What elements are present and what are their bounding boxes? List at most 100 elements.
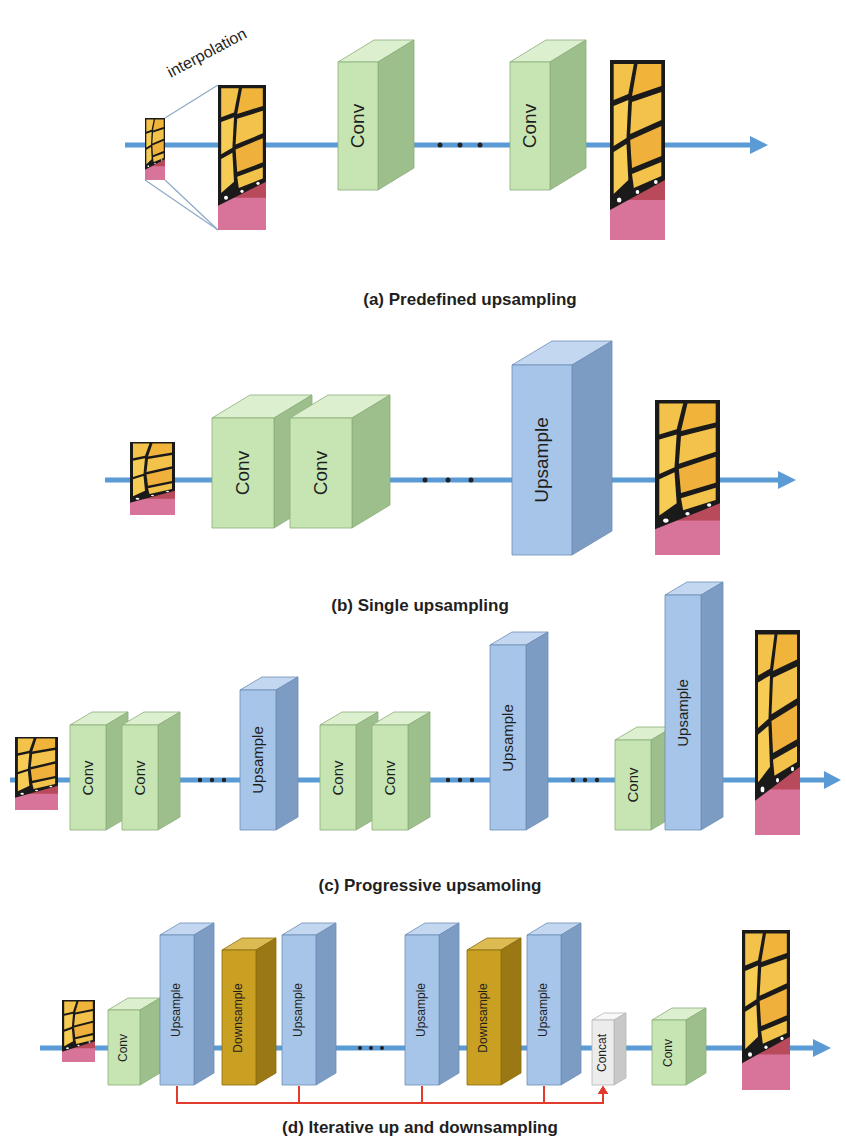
ellipsis-dot [458, 778, 462, 782]
conv-block: Conv [290, 418, 352, 528]
block-front-face [665, 595, 701, 830]
ellipsis-dot [358, 1046, 362, 1050]
low-res-image [130, 442, 175, 515]
block-front-face [405, 935, 439, 1085]
block-front-face [510, 62, 550, 190]
ellipsis-dot [198, 778, 202, 782]
conv-block: Conv [652, 1020, 686, 1085]
block-side-face [526, 632, 548, 830]
block-faces [319, 711, 379, 831]
arrowhead [598, 1086, 608, 1094]
block-front-face [108, 1010, 140, 1085]
flow-arrowhead [778, 471, 796, 489]
block-faces [466, 937, 522, 1086]
block-side-face [276, 677, 298, 830]
flow-arrowhead [813, 1039, 831, 1057]
block-faces [121, 711, 181, 831]
concat-block: Concat [592, 1020, 614, 1085]
conv-block: Conv [338, 62, 378, 190]
block-label: Upsample [250, 726, 267, 794]
ellipsis-dot [446, 478, 451, 483]
connector-line [544, 1086, 603, 1103]
arrowhead [598, 1086, 608, 1094]
low-res-image [15, 737, 58, 810]
block-front-face [372, 725, 408, 830]
block-faces [404, 922, 460, 1086]
panel-b-art [105, 400, 796, 555]
block-faces [489, 631, 549, 831]
arrowhead [598, 1086, 608, 1094]
ellipsis-dot [458, 143, 463, 148]
ellipsis-dot [369, 1046, 373, 1050]
panel-a-art [125, 60, 768, 240]
block-faces [239, 676, 299, 831]
ellipsis-dot [571, 778, 575, 782]
block-faces [159, 922, 215, 1086]
block-side-face [614, 1013, 626, 1085]
connector-line [177, 1086, 603, 1103]
skip-connector [544, 1086, 608, 1103]
block-front-face [652, 1020, 686, 1085]
block-side-face [439, 923, 459, 1085]
block-label: Upsample [415, 983, 428, 1037]
conv-block: Conv [70, 725, 106, 830]
block-front-face [122, 725, 158, 830]
block-front-face [338, 62, 378, 190]
block-label: Conv [348, 104, 369, 148]
block-front-face [615, 740, 651, 830]
block-label: Conv [80, 760, 97, 795]
block-side-face [194, 923, 214, 1085]
panel-caption: (b) Single upsampling [120, 596, 720, 616]
block-front-face [212, 418, 274, 528]
block-label: Upsample [292, 983, 305, 1037]
block-side-face [408, 712, 430, 830]
block-label: Conv [233, 451, 254, 495]
block-label: Conv [117, 1033, 130, 1061]
ellipsis-dot [380, 1046, 384, 1050]
block-label: Conv [625, 767, 642, 802]
block-side-face [686, 1008, 706, 1085]
block-side-face [140, 998, 160, 1085]
block-label: Upsample [675, 679, 692, 747]
conv-block: Conv [108, 1010, 140, 1085]
block-faces [526, 922, 582, 1086]
conv-block: Conv [320, 725, 356, 830]
skip-connector [422, 1086, 608, 1103]
ellipsis-dot [210, 778, 214, 782]
block-label: Upsample [537, 983, 550, 1037]
block-front-face [490, 645, 526, 830]
block-label: Conv [311, 451, 332, 495]
interpolation-label: interpolation [154, 19, 260, 87]
conv-block: Conv [122, 725, 158, 830]
high-res-image [655, 400, 720, 555]
flow-arrowhead [824, 771, 841, 789]
conv-block: Conv [510, 62, 550, 190]
block-side-face [561, 923, 581, 1085]
block-side-face [572, 341, 612, 555]
projection-line [145, 180, 218, 230]
conv-block: Conv [212, 418, 274, 528]
panel-caption: (d) Iterative up and downsampling [120, 1118, 720, 1138]
upsample-block: Upsample [405, 935, 439, 1085]
block-label: Conv [132, 760, 149, 795]
arrowhead [598, 1086, 608, 1094]
low-res-image [62, 1000, 95, 1062]
block-faces [69, 711, 129, 831]
upsample-block: Upsample [665, 595, 701, 830]
ellipsis-dot [469, 478, 474, 483]
conv-block: Conv [372, 725, 408, 830]
block-front-face [527, 935, 561, 1085]
block-side-face [158, 712, 180, 830]
block-faces [289, 394, 391, 529]
upsample-block: Upsample [527, 935, 561, 1085]
projection-line [165, 180, 218, 230]
block-front-face [240, 690, 276, 830]
ellipsis-dot [438, 143, 443, 148]
block-label: Concat [596, 1033, 609, 1071]
block-front-face [160, 935, 194, 1085]
block-front-face [592, 1020, 614, 1085]
block-faces [281, 922, 337, 1086]
upsample-block: Upsample [282, 935, 316, 1085]
ellipsis-dot [423, 478, 428, 483]
